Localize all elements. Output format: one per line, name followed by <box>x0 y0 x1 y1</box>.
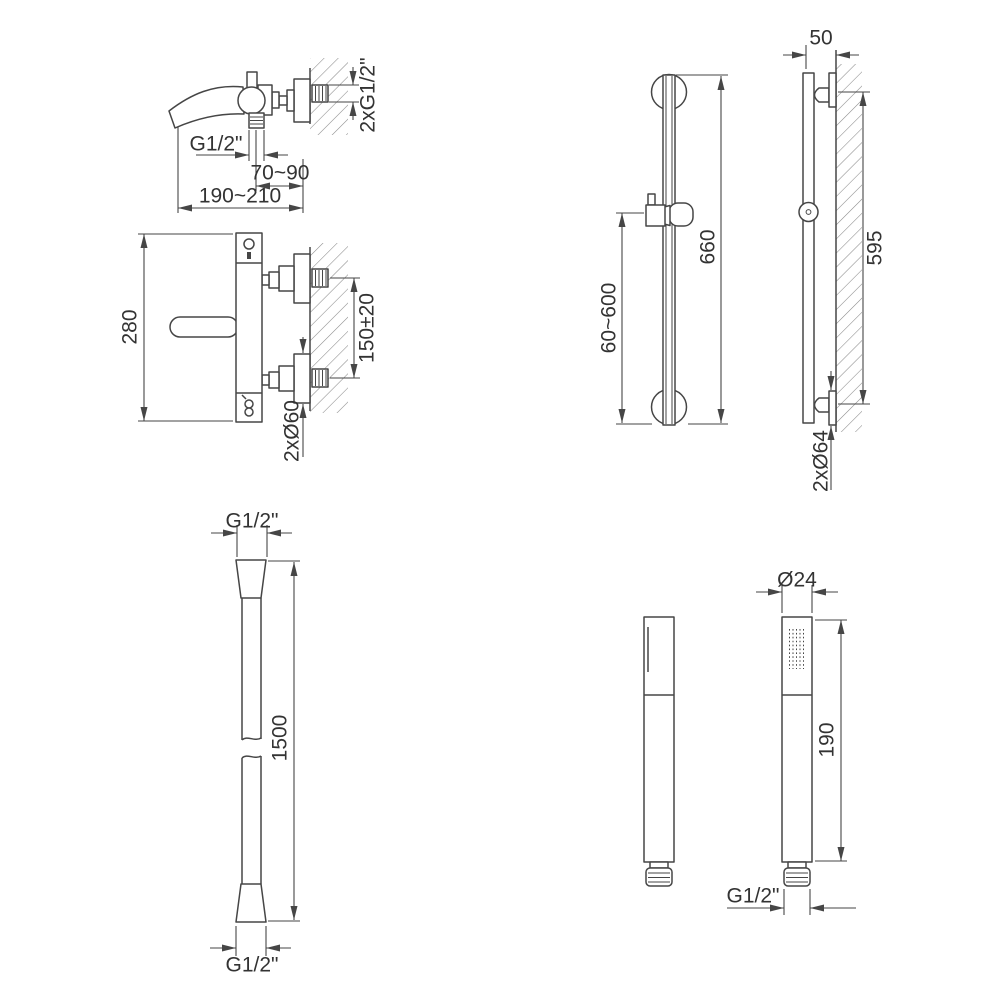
dim-lines-mixer-front <box>138 233 360 457</box>
dim-holder-travel: 60~600 <box>598 283 621 354</box>
view-rail-front: 660 60~600 <box>598 73 728 426</box>
break-line-upper <box>241 737 262 741</box>
hose-tube <box>241 598 262 884</box>
slider-knob-side <box>798 201 819 223</box>
dim-spout-to-wall: 70~90 <box>251 162 310 185</box>
rail-bar <box>662 74 676 426</box>
dim-connection-thread: G1/2" <box>727 885 780 908</box>
handle-top-detail <box>243 238 255 250</box>
connector-neck <box>271 91 280 109</box>
lower-connector-step <box>278 365 295 392</box>
dim-lines-hose <box>210 525 300 956</box>
mixer-body <box>237 86 266 115</box>
rail-bar-side <box>802 72 815 424</box>
dim-top-thread: G1/2" <box>226 510 279 533</box>
handle-screw-slot <box>247 252 251 259</box>
bottom-escutcheon <box>828 390 837 426</box>
upper-fitting-threads <box>315 270 327 286</box>
view-hose: G1/2" 1500 G1/2" <box>210 510 300 977</box>
handset-holder-cone <box>668 202 694 227</box>
view-handshower: Ø24 190 G1/2" <box>643 569 856 915</box>
dim-lines-handshower <box>727 585 856 915</box>
dim-rail-length: 660 <box>697 229 720 264</box>
lower-connector-neck <box>261 374 270 386</box>
bottom-tick-detail <box>241 394 247 400</box>
dim-overall-length: 190 <box>816 722 839 757</box>
slider-block <box>645 204 666 227</box>
dim-lines-rail-side <box>783 45 870 490</box>
lower-fitting-threads <box>315 370 327 386</box>
dim-wall-offset: 50 <box>809 27 832 50</box>
dim-lines-rail-front <box>616 74 728 425</box>
mixer-handle <box>246 71 258 89</box>
upper-escutcheon <box>293 253 311 304</box>
lower-connector-nut <box>268 371 280 389</box>
dim-hose-length: 1500 <box>269 715 292 762</box>
spout <box>168 85 245 129</box>
side-connector-neck <box>649 861 669 869</box>
outlet-detail-lower <box>244 407 254 417</box>
dim-wall-escutcheons: 2xØ60 <box>281 400 304 462</box>
fitting-thread-lines <box>315 86 327 101</box>
slider-lock-knob <box>647 193 656 206</box>
spout-top-view <box>169 316 239 338</box>
upper-connector-neck <box>261 274 270 286</box>
upper-connector-step <box>278 265 295 292</box>
mixer-body-front <box>235 232 263 423</box>
view-rail-side: 50 595 2xØ64 <box>783 27 887 492</box>
view-bath-mixer-side: G1/2" 70~90 190~210 2xG1/2" <box>168 57 380 213</box>
dim-overall-depth: 190~210 <box>199 185 281 208</box>
dim-fixing-centres: 595 <box>864 230 887 265</box>
dim-connection-centres: 150±20 <box>356 293 379 363</box>
outlet-detail-upper <box>244 399 254 409</box>
face-nut-thread-lines <box>786 872 808 883</box>
dim-wall-escutcheons: 2xØ64 <box>810 430 833 492</box>
side-nut-thread-lines <box>648 872 670 883</box>
wall-escutcheon <box>293 78 311 123</box>
dim-wall-connections: 2xG1/2" <box>357 57 380 132</box>
dim-lines-mixer-side <box>177 67 359 213</box>
slider-knob-center <box>805 209 812 215</box>
rail-inner-lines <box>665 76 673 424</box>
bottom-mount-arm <box>813 397 830 413</box>
top-mount-arm <box>813 87 830 103</box>
outlet-thread-lines <box>250 116 263 125</box>
spray-nozzle-rows <box>789 629 804 669</box>
dim-head-diameter: Ø24 <box>777 569 817 592</box>
dim-outlet-thread: G1/2" <box>190 133 243 156</box>
upper-connector-nut <box>268 271 280 289</box>
dim-overall-height: 280 <box>119 309 142 344</box>
connector-nut <box>278 95 288 106</box>
lower-escutcheon <box>293 353 311 404</box>
wall-hatch <box>836 64 862 432</box>
handshower-side-body <box>643 616 675 863</box>
connector-step <box>286 89 295 112</box>
top-escutcheon <box>828 72 837 108</box>
face-connector-neck <box>787 861 807 869</box>
hose-bottom-nut <box>235 883 267 923</box>
break-line-lower <box>241 755 262 759</box>
dim-bottom-thread: G1/2" <box>226 954 279 977</box>
hose-top-nut <box>235 559 267 599</box>
view-bath-mixer-front: 280 150±20 2xØ60 <box>119 232 379 462</box>
